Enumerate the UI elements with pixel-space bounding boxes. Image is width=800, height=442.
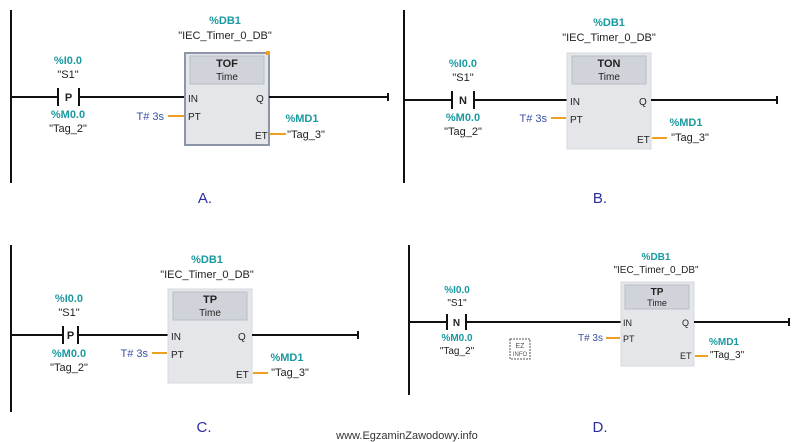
pin-q: Q: [639, 97, 647, 108]
db-name: "IEC_Timer_0_DB": [562, 32, 656, 44]
timer-block-header: [571, 55, 647, 85]
pin-q: Q: [256, 94, 264, 105]
edge-memory-address: %M0.0: [52, 348, 86, 360]
option-label: D.: [593, 419, 608, 436]
pin-in: IN: [570, 97, 580, 108]
diagram-a: P %I0.0 "S1" %M0.0 "Tag_2" %DB1 "IEC_Tim…: [10, 10, 389, 207]
pin-pt: PT: [623, 334, 635, 344]
contact-name: "S1": [58, 307, 79, 319]
et-name: "Tag_3": [710, 350, 745, 361]
svg-text:INFO: INFO: [513, 352, 528, 358]
contact-symbol: N: [453, 318, 460, 329]
contact-symbol: P: [65, 92, 72, 104]
et-address: %MD1: [669, 117, 702, 129]
timer-type: TP: [651, 287, 664, 298]
et-name: "Tag_3": [271, 367, 309, 379]
pin-et: ET: [680, 351, 692, 361]
edge-memory-address: %M0.0: [51, 109, 85, 121]
option-label: C.: [197, 419, 212, 436]
contact-name: "S1": [452, 72, 473, 84]
db-name: "IEC_Timer_0_DB": [613, 265, 699, 276]
contact-name: "S1": [447, 298, 467, 309]
timer-block-header: [172, 291, 248, 321]
diagram-c: P %I0.0 "S1" %M0.0 "Tag_2" %DB1 "IEC_Tim…: [10, 245, 359, 436]
pin-q: Q: [682, 318, 689, 328]
edge-memory-name: "Tag_2": [444, 126, 482, 138]
edge-memory-name: "Tag_2": [50, 362, 88, 374]
pin-pt: PT: [570, 115, 583, 126]
edge-memory-name: "Tag_2": [49, 123, 87, 135]
pt-value: T# 3s: [136, 111, 164, 123]
pin-q: Q: [238, 332, 246, 343]
pin-pt: PT: [188, 112, 201, 123]
db-name: "IEC_Timer_0_DB": [160, 269, 254, 281]
contact-address: %I0.0: [444, 285, 470, 296]
edge-memory-address: %M0.0: [446, 112, 480, 124]
site-footer: www.EgzaminZawodowy.info: [335, 430, 478, 442]
pin-in: IN: [171, 332, 181, 343]
contact-name: "S1": [57, 69, 78, 81]
svg-text:EZ: EZ: [516, 343, 526, 350]
pin-pt: PT: [171, 350, 184, 361]
db-address: %DB1: [593, 17, 625, 29]
timer-subtitle: Time: [199, 308, 221, 319]
option-label: B.: [593, 190, 607, 207]
timer-block-header: [189, 55, 265, 85]
contact-symbol: N: [459, 95, 467, 107]
timer-type: TOF: [216, 58, 238, 70]
timer-subtitle: Time: [598, 72, 620, 83]
timer-subtitle: Time: [647, 298, 667, 308]
pt-value: T# 3s: [519, 113, 547, 125]
db-address: %DB1: [642, 252, 671, 263]
db-address: %DB1: [191, 254, 223, 266]
db-address: %DB1: [209, 15, 241, 27]
db-name: "IEC_Timer_0_DB": [178, 30, 272, 42]
contact-symbol: P: [67, 330, 74, 342]
edge-memory-address: %M0.0: [441, 333, 473, 344]
et-address: %MD1: [285, 113, 318, 125]
option-label: A.: [198, 190, 212, 207]
ezinfo-watermark-logo: EZ INFO: [509, 338, 531, 360]
pin-in: IN: [623, 318, 632, 328]
contact-address: %I0.0: [54, 55, 82, 67]
block-corner-marker: [266, 51, 270, 55]
pt-value: T# 3s: [120, 348, 148, 360]
et-address: %MD1: [270, 352, 303, 364]
et-name: "Tag_3": [671, 132, 709, 144]
timer-block-header: [624, 284, 690, 310]
contact-address: %I0.0: [55, 293, 83, 305]
pin-et: ET: [637, 135, 650, 146]
diagram-b: N %I0.0 "S1" %M0.0 "Tag_2" %DB1 "IEC_Tim…: [403, 10, 778, 207]
pin-in: IN: [188, 94, 198, 105]
edge-memory-name: "Tag_2": [440, 346, 475, 357]
timer-type: TP: [203, 294, 217, 306]
timer-type: TON: [597, 58, 620, 70]
et-address: %MD1: [709, 337, 739, 348]
contact-address: %I0.0: [449, 58, 477, 70]
timer-subtitle: Time: [216, 72, 238, 83]
pin-et: ET: [236, 370, 249, 381]
et-name: "Tag_3": [287, 129, 325, 141]
pt-value: T# 3s: [578, 333, 603, 344]
pin-et: ET: [255, 131, 268, 142]
diagram-d: N %I0.0 "S1" %M0.0 "Tag_2" %DB1 "IEC_Tim…: [408, 245, 790, 436]
